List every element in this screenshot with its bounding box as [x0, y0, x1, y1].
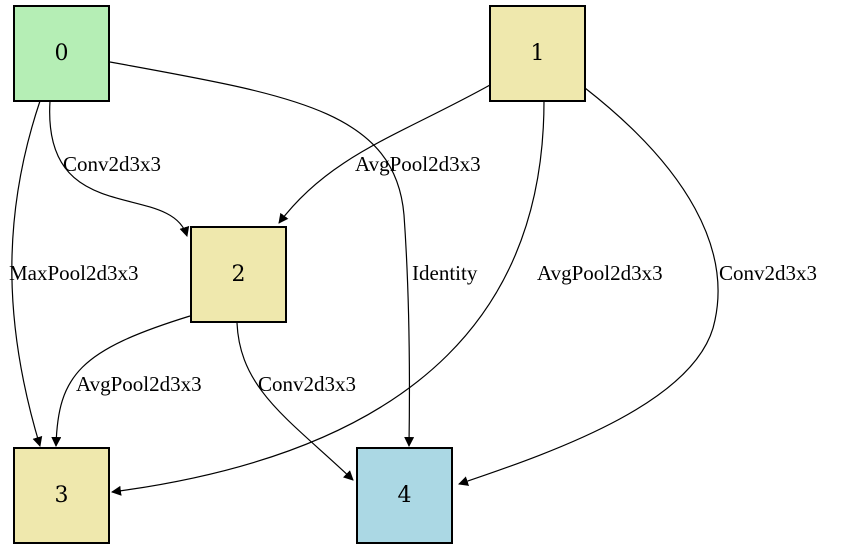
node-1: 1 [489, 5, 586, 102]
edge-0-to-3-label: MaxPool2d3x3 [9, 261, 139, 285]
node-4-box [356, 447, 453, 544]
edge-1-to-3-label: AvgPool2d3x3 [537, 261, 663, 285]
edge-1-to-4: Conv2d3x3 [458, 87, 817, 486]
node-0: 0 [13, 5, 110, 102]
node-2-label: 2 [232, 262, 246, 287]
node-2: 2 [190, 226, 287, 323]
edge-0-to-2-path [49, 100, 190, 237]
edge-0-to-4-path [109, 61, 415, 447]
node-1-label: 1 [531, 41, 545, 66]
node-2-box [190, 226, 287, 323]
edge-1-to-2-path [278, 84, 491, 224]
edge-1-to-3-path [111, 100, 545, 496]
node-0-label: 0 [55, 41, 69, 66]
node-1-box [489, 5, 586, 102]
node-3: 3 [13, 447, 110, 544]
edge-0-to-4: Identity [109, 61, 478, 447]
edge-0-to-2: Conv2d3x3 [49, 100, 190, 237]
edge-0-to-3: MaxPool2d3x3 [9, 100, 139, 447]
node-3-box [13, 447, 110, 544]
nodes-layer: 0 1 2 3 4 [13, 5, 586, 544]
node-4: 4 [356, 447, 453, 544]
edge-1-to-2-label: AvgPool2d3x3 [355, 152, 481, 176]
edge-2-to-3-path [51, 315, 191, 447]
node-4-label: 4 [398, 483, 412, 508]
edge-2-to-3-label: AvgPool2d3x3 [76, 372, 202, 396]
edge-1-to-4-path [458, 87, 719, 486]
edge-2-to-4-path [236, 322, 354, 481]
edge-0-to-3-path [11, 100, 43, 447]
edges-layer: Conv2d3x3 MaxPool2d3x3 Identity AvgPool2… [9, 61, 817, 496]
edge-2-to-4-label: Conv2d3x3 [258, 372, 356, 396]
node-3-label: 3 [55, 483, 69, 508]
edge-0-to-4-label: Identity [412, 261, 478, 285]
edge-2-to-4: Conv2d3x3 [236, 322, 356, 481]
edge-2-to-3: AvgPool2d3x3 [51, 315, 202, 447]
edge-1-to-3: AvgPool2d3x3 [111, 100, 663, 496]
edge-0-to-2-label: Conv2d3x3 [63, 152, 161, 176]
node-0-box [13, 5, 110, 102]
edge-1-to-2: AvgPool2d3x3 [278, 84, 491, 224]
edge-1-to-4-label: Conv2d3x3 [719, 261, 817, 285]
